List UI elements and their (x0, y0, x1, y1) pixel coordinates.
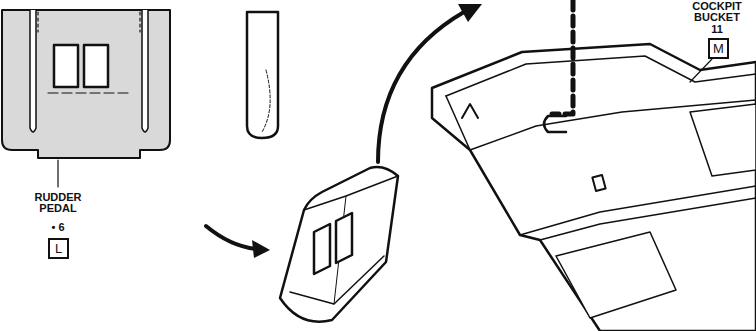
part-letter-box: L (48, 238, 69, 259)
leader-line (690, 59, 712, 82)
curved-arrow (206, 226, 256, 249)
part-count: • 6 (28, 222, 88, 233)
window (336, 213, 352, 263)
slit (30, 10, 36, 132)
part-letter: M (713, 42, 724, 55)
arrowhead (252, 240, 270, 258)
side-strip (247, 12, 278, 138)
window (54, 45, 78, 87)
part-name: RUDDER PEDAL (28, 192, 88, 214)
folded-pedal (280, 167, 398, 322)
floor-panel (556, 232, 676, 318)
pedal-lip (304, 176, 398, 210)
floor-line (520, 186, 756, 240)
placement-line (552, 0, 573, 114)
part-letter-box: M (708, 38, 729, 59)
part-letter: L (55, 242, 62, 255)
mount-tab (462, 104, 478, 118)
cockpit-bucket (432, 44, 756, 331)
mount-bracket (544, 116, 566, 132)
arrowhead (458, 4, 482, 22)
leader-line (57, 160, 58, 187)
strip-fold (262, 70, 270, 132)
slit (142, 10, 148, 132)
inner-rim (446, 56, 756, 96)
window (84, 45, 108, 87)
floor-panel (690, 104, 756, 176)
flat-part (2, 10, 170, 158)
window (314, 224, 330, 274)
part-name: COCKPIT BUCKET (680, 1, 754, 23)
fold-line (38, 12, 140, 32)
fold-line (48, 92, 132, 93)
callout-number: 11 (680, 24, 754, 35)
mount-slot (592, 175, 605, 191)
